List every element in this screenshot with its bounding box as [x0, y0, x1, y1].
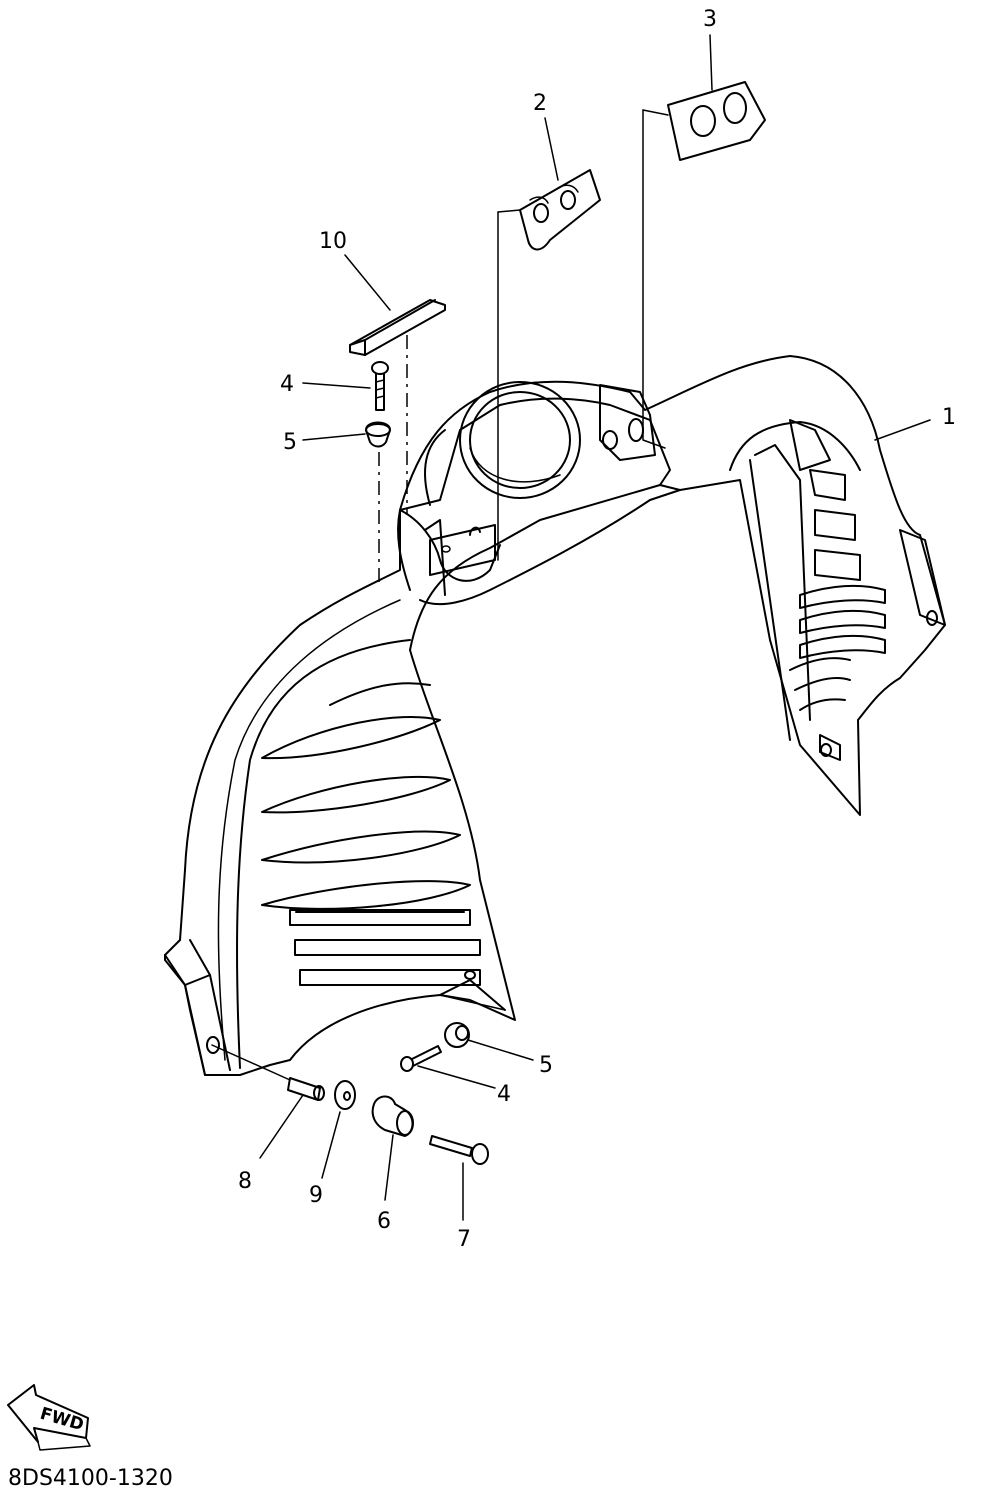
- leader-lines: [259, 34, 931, 1221]
- callout-5-upper: 5: [283, 430, 297, 455]
- callout-labels: 1 2 3 4 5 10 5 4 8 9 6 7: [238, 7, 956, 1252]
- inner-panel: [164, 355, 946, 1076]
- alignment-lines: [211, 109, 669, 1081]
- bracket-small: [519, 169, 601, 251]
- screw-lower: [400, 1045, 442, 1072]
- drawing-code: 8DS4100-1320: [8, 1466, 173, 1491]
- screw-upper: [371, 361, 389, 411]
- callout-1: 1: [942, 405, 956, 430]
- callout-2: 2: [533, 91, 547, 116]
- callout-5-lower: 5: [539, 1053, 553, 1078]
- washer: [334, 1080, 356, 1110]
- fwd-arrow-icon: FWD: [7, 1384, 91, 1451]
- callout-8: 8: [238, 1169, 252, 1194]
- grommet-upper: [365, 421, 391, 448]
- bracket-large: [667, 81, 766, 161]
- callout-9: 9: [309, 1183, 323, 1208]
- callout-7: 7: [457, 1227, 471, 1252]
- callout-10: 10: [319, 229, 347, 254]
- callout-6: 6: [377, 1209, 391, 1234]
- seal-strip: [349, 299, 446, 356]
- collar: [287, 1077, 325, 1101]
- callout-4-lower: 4: [497, 1082, 511, 1107]
- callout-3: 3: [703, 7, 717, 32]
- damper: [371, 1095, 414, 1137]
- grommet-lower: [444, 1022, 470, 1048]
- bolt: [429, 1135, 489, 1165]
- callout-4-upper: 4: [280, 372, 294, 397]
